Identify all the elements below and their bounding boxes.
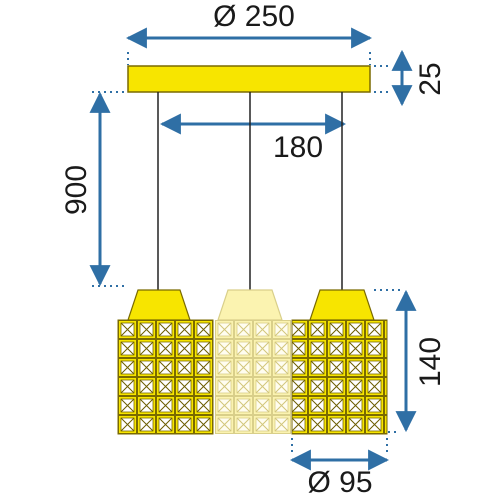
- shade-diameter-label: Ø 95: [307, 466, 372, 499]
- lamp-spacing-label: 180: [273, 131, 323, 164]
- shade-diameter-dimension: Ø 95: [289, 438, 390, 499]
- canopy-diameter-dimension: Ø 250: [125, 0, 373, 65]
- lamp-spacing-dimension: 180: [159, 113, 347, 164]
- ceiling-canopy: [127, 65, 371, 93]
- canopy-height-label: 25: [414, 62, 447, 95]
- right-lamp: [291, 289, 388, 435]
- center-lamp-faded: [215, 289, 291, 434]
- right-lamp-cap: [309, 289, 375, 321]
- center-lamp-cap: [217, 289, 283, 321]
- hanging-height-label: 900: [60, 165, 93, 215]
- left-lamp-crystal-shade: [117, 319, 214, 435]
- left-lamp: [117, 289, 214, 435]
- center-lamp-crystal-shade: [215, 320, 291, 434]
- shade-height-dimension: 140: [374, 289, 447, 433]
- hanging-height-dimension: 900: [60, 91, 124, 287]
- canopy-height-dimension: 25: [374, 49, 447, 107]
- left-lamp-cap: [127, 289, 191, 321]
- canopy-diameter-label: Ø 250: [213, 0, 295, 33]
- right-lamp-crystal-shade: [291, 319, 388, 435]
- shade-height-label: 140: [414, 337, 447, 387]
